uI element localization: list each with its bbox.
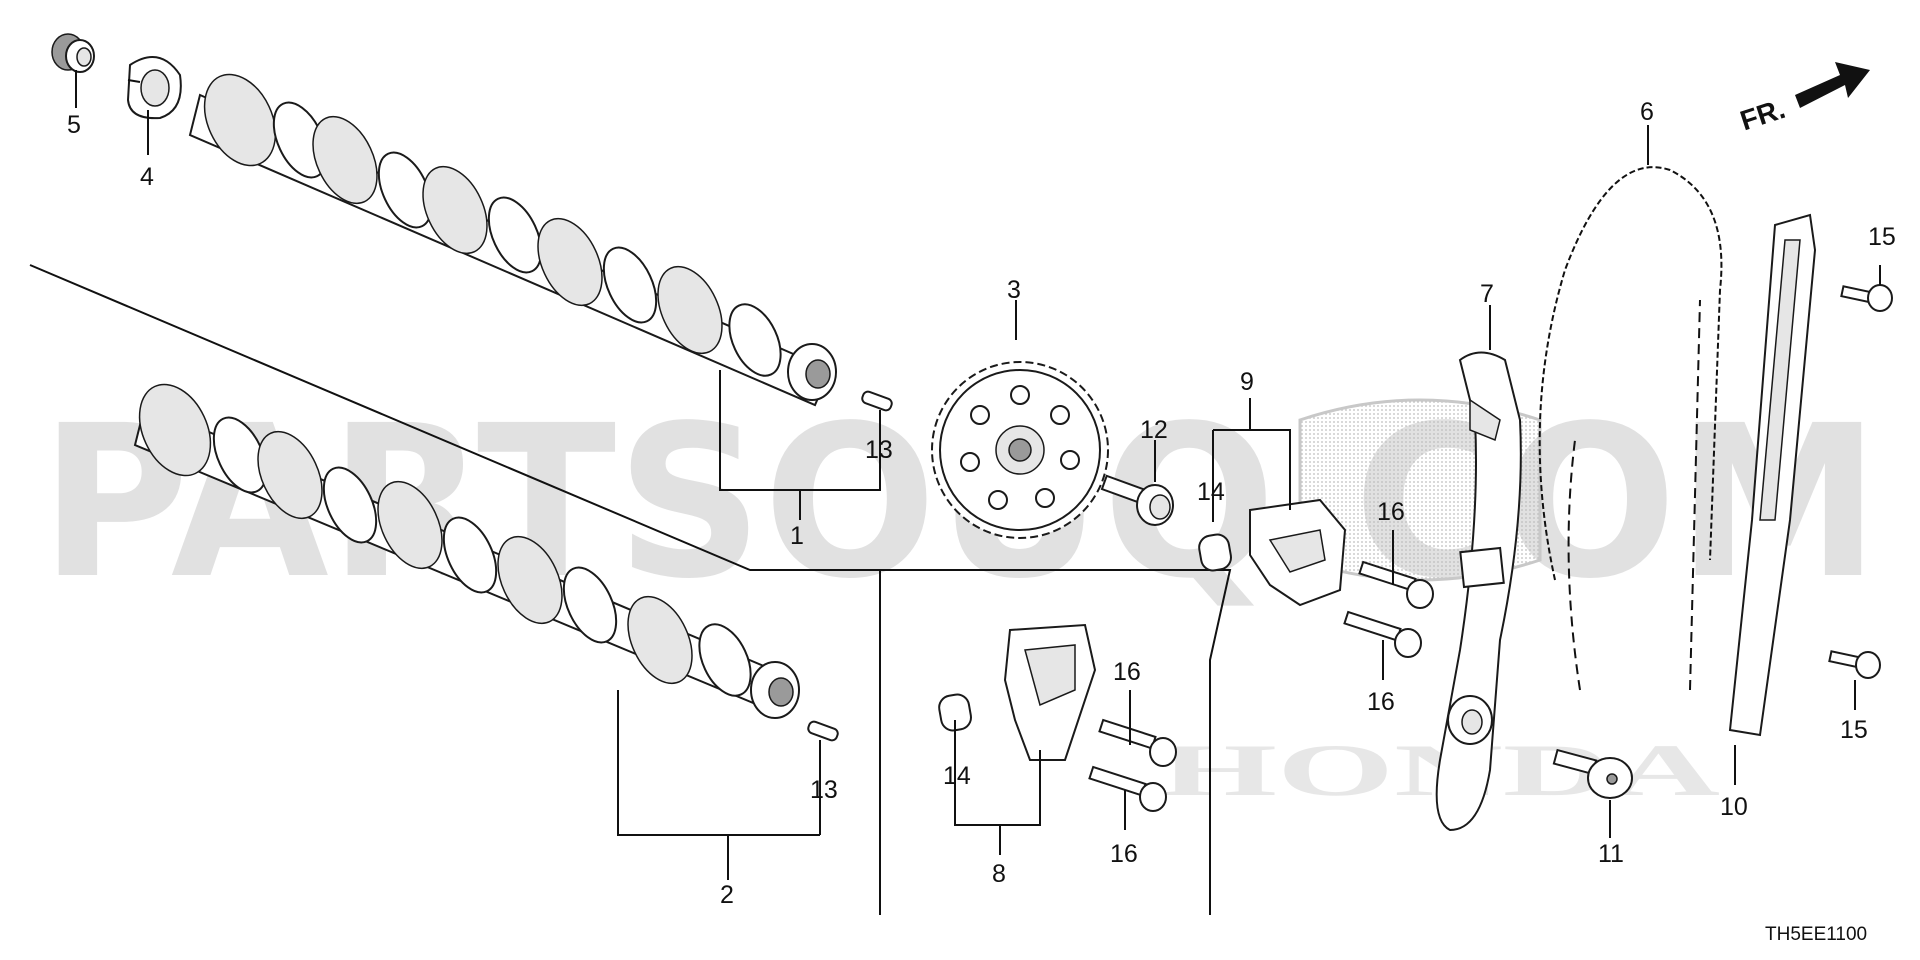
diagram-code: TH5EE1100 bbox=[1765, 924, 1867, 945]
callout-1: 1 bbox=[790, 522, 804, 550]
group-boundary-line bbox=[29, 264, 1232, 915]
gear-3[interactable] bbox=[931, 361, 1109, 539]
chain-6[interactable] bbox=[1538, 166, 1723, 691]
plate-4[interactable] bbox=[126, 56, 182, 120]
bolt-15-upper[interactable] bbox=[1840, 284, 1893, 312]
camshaft-2-lobes bbox=[138, 383, 800, 719]
guide-9[interactable] bbox=[1197, 498, 1347, 607]
callout-16-lower-b: 16 bbox=[1110, 840, 1138, 868]
bolt-16-lower-a[interactable] bbox=[1098, 718, 1177, 767]
callout-16-lower-a: 16 bbox=[1113, 658, 1141, 686]
callout-8: 8 bbox=[992, 860, 1006, 888]
front-arrow-icon bbox=[1795, 62, 1870, 108]
arm-7[interactable] bbox=[1435, 351, 1522, 832]
front-label: FR. bbox=[1736, 93, 1788, 136]
guide-8[interactable] bbox=[937, 623, 1097, 761]
callout-15-upper: 15 bbox=[1868, 223, 1896, 251]
bolt-16-lower-b[interactable] bbox=[1088, 765, 1167, 812]
dowel-pin-13-upper[interactable] bbox=[861, 390, 893, 412]
callout-labels: 5 4 3 6 7 15 9 12 13 14 16 1 16 16 15 13… bbox=[67, 98, 1896, 909]
callout-13-upper: 13 bbox=[865, 436, 893, 464]
callout-12: 12 bbox=[1140, 416, 1168, 444]
callout-16-upper-b: 16 bbox=[1367, 688, 1395, 716]
camshaft-1[interactable] bbox=[188, 63, 837, 407]
callout-11: 11 bbox=[1598, 840, 1624, 868]
callout-4: 4 bbox=[140, 163, 154, 191]
callout-15-lower: 15 bbox=[1840, 716, 1868, 744]
callout-2: 2 bbox=[720, 881, 734, 909]
callout-14-upper: 14 bbox=[1197, 478, 1225, 506]
group-lines bbox=[29, 264, 1232, 915]
bolt-16-upper-a[interactable] bbox=[1358, 560, 1434, 609]
callout-9: 9 bbox=[1240, 368, 1254, 396]
bolt-16-upper-b[interactable] bbox=[1343, 610, 1422, 658]
callout-6: 6 bbox=[1640, 98, 1654, 126]
callout-10: 10 bbox=[1720, 793, 1748, 821]
camshaft-2[interactable] bbox=[126, 373, 800, 719]
dowel-pin-13-lower[interactable] bbox=[807, 720, 839, 742]
cap-5[interactable] bbox=[51, 33, 95, 73]
bolt-15-lower[interactable] bbox=[1828, 650, 1881, 679]
callout-13-lower: 13 bbox=[810, 776, 838, 804]
bolt-11[interactable] bbox=[1552, 748, 1633, 799]
callout-16-upper-a: 16 bbox=[1377, 498, 1405, 526]
callout-14-lower: 14 bbox=[943, 762, 971, 790]
camshaft-1-lobes bbox=[203, 73, 837, 401]
callout-3: 3 bbox=[1007, 276, 1021, 304]
front-direction-indicator: FR. bbox=[1736, 62, 1870, 136]
leader-lines bbox=[75, 70, 1881, 880]
callout-5: 5 bbox=[67, 111, 81, 139]
guide-10[interactable] bbox=[1728, 213, 1817, 737]
bolt-12[interactable] bbox=[1100, 474, 1174, 526]
callout-7: 7 bbox=[1480, 280, 1494, 308]
